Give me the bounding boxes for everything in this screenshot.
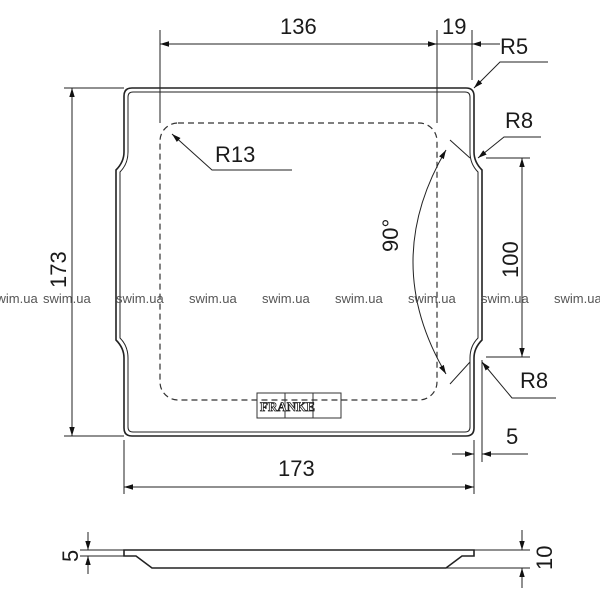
dim-90deg: 90° [378,219,403,252]
watermark: swim.ua [335,291,383,306]
watermark: swim.ua [262,291,310,306]
dim-173-height: 173 [46,251,71,288]
watermark: swim.ua [43,291,91,306]
svg-text:FRANKE: FRANKE [260,399,315,414]
dim-136: 136 [280,14,317,39]
dim-r5: R5 [500,34,528,59]
dim-r13: R13 [215,142,255,167]
dim-r8-bottom: R8 [520,368,548,393]
watermark: swim.ua [189,291,237,306]
dim-5-profile: 5 [58,550,83,562]
dim-r8-top: R8 [505,108,533,133]
watermark-row: swim.ua swim.ua swim.ua swim.ua swim.ua … [0,291,600,306]
dim-173-width: 173 [278,456,315,481]
side-profile [123,549,475,569]
dim-5-notch: 5 [506,424,518,449]
plate-outline [115,87,483,437]
angle-arc [412,149,447,375]
franke-logo: FRANKE [256,392,342,419]
dim-19: 19 [442,14,466,39]
dim-10-profile: 10 [532,546,557,570]
watermark: swim.ua [554,291,600,306]
dim-100: 100 [498,241,523,278]
inner-opening-dashed [159,122,438,401]
watermark: swim.ua [481,291,529,306]
watermark: swim.ua [408,291,456,306]
watermark: swim.ua [0,291,38,306]
watermark: swim.ua [116,291,164,306]
